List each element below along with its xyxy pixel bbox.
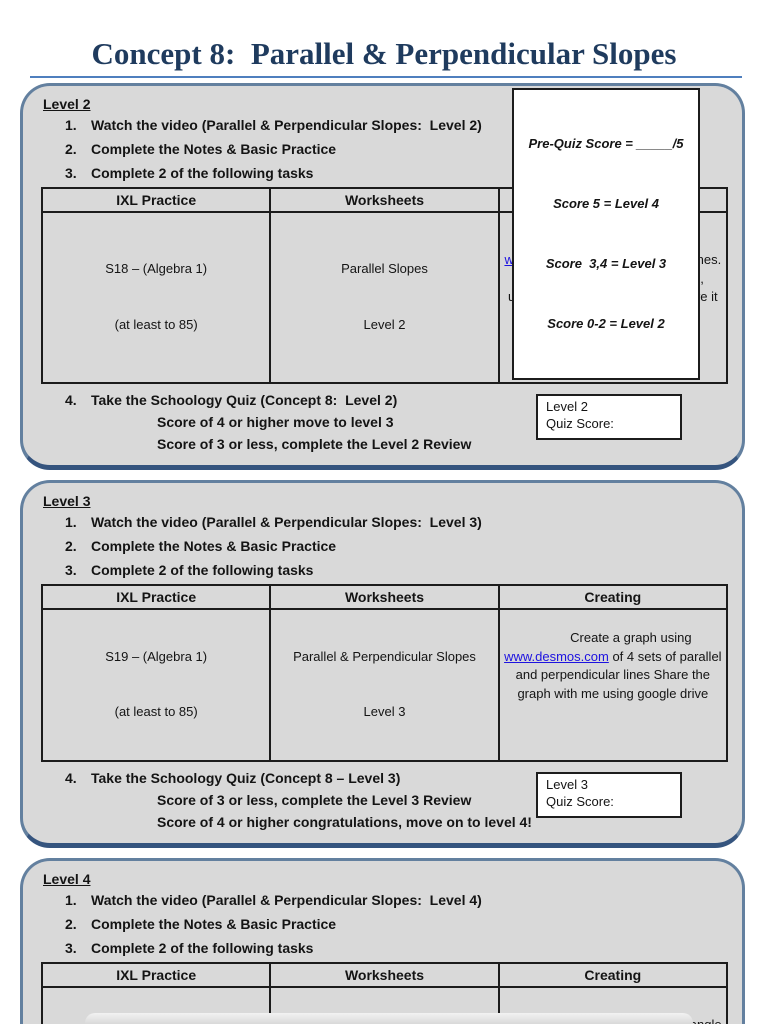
column-header: IXL Practice: [40, 583, 272, 610]
step-4-note: Score of 4 or higher congratulations, mo…: [157, 813, 532, 830]
pre-quiz-line: Score 3,4 = Level 3: [545, 256, 667, 271]
panel-level-4: Level 4 Watch the video (Parallel & Perp…: [20, 857, 745, 1024]
step-4-note: Score of 4 or higher move to level 3: [157, 413, 394, 430]
ixl-cell: S19 – (Algebra 1) (at least to 85): [40, 607, 272, 762]
step-item: Complete 2 of the following tasks: [65, 163, 314, 184]
step-4-note: Score of 3 or less, complete the Level 2…: [157, 435, 472, 452]
column-header: IXL Practice: [40, 961, 272, 988]
panel-level-2: Pre-Quiz Score = _____/5 Score 5 = Level…: [20, 83, 745, 470]
step-item: Complete 2 of the following tasks: [65, 938, 314, 959]
level-heading: Level 3: [43, 492, 91, 509]
quiz-score-box-level-3: Level 3 Quiz Score:: [536, 771, 682, 818]
page-title: Concept 8: Parallel & Perpendicular Slop…: [91, 36, 677, 71]
desmos-link[interactable]: www.desmos.com: [504, 648, 609, 664]
panel-level-3: Level 3 Watch the video (Parallel & Perp…: [20, 479, 745, 848]
column-header: IXL Practice: [40, 187, 272, 213]
task-table-level-4: IXL Practice Worksheets Creating E6 – (G…: [40, 961, 729, 1024]
pre-quiz-score-box: Pre-Quiz Score = _____/5 Score 5 = Level…: [512, 88, 700, 380]
step-item: Complete the Notes & Basic Practice: [65, 914, 337, 935]
column-header: Creating: [497, 583, 729, 610]
step-item-4: Take the Schoology Quiz (Concept 8: Leve…: [65, 390, 728, 411]
step-item: Watch the video (Parallel & Perpendicula…: [65, 512, 482, 533]
pre-quiz-line: Score 0-2 = Level 2: [547, 316, 665, 331]
level-heading: Level 2: [43, 96, 91, 112]
step-item: Watch the video (Parallel & Perpendicula…: [65, 115, 482, 136]
next-section-shadow: [85, 1013, 693, 1024]
column-header: Worksheets: [269, 583, 500, 610]
step-4-note: Score of 3 or less, complete the Level 3…: [157, 791, 472, 808]
step-item: Complete the Notes & Basic Practice: [65, 139, 337, 160]
step-item: Complete the Notes & Basic Practice: [65, 536, 337, 557]
pre-quiz-line: Score 5 = Level 4: [553, 196, 659, 211]
column-header: Worksheets: [269, 961, 500, 988]
column-header: Worksheets: [269, 187, 500, 213]
creating-cell: Create a graph using www.desmos.com of 4…: [497, 607, 729, 762]
worksheets-cell: Parallel Slopes Level 2: [269, 211, 500, 384]
step-item: Watch the video (Parallel & Perpendicula…: [65, 890, 482, 911]
step-item: Complete 2 of the following tasks: [65, 560, 314, 581]
title-divider: [30, 76, 742, 78]
step-item-4: Take the Schoology Quiz (Concept 8 – Lev…: [65, 768, 728, 789]
level-heading: Level 4: [43, 870, 91, 887]
worksheets-cell: Parallel & Perpendicular Slopes Level 3: [269, 607, 500, 762]
quiz-score-box-level-2: Level 2 Quiz Score:: [536, 393, 682, 440]
pre-quiz-line: Pre-Quiz Score = _____/5: [528, 136, 684, 151]
column-header: Creating: [497, 961, 729, 988]
task-table-level-3: IXL Practice Worksheets Creating S19 – (…: [40, 583, 729, 762]
ixl-cell: S18 – (Algebra 1) (at least to 85): [40, 211, 272, 384]
